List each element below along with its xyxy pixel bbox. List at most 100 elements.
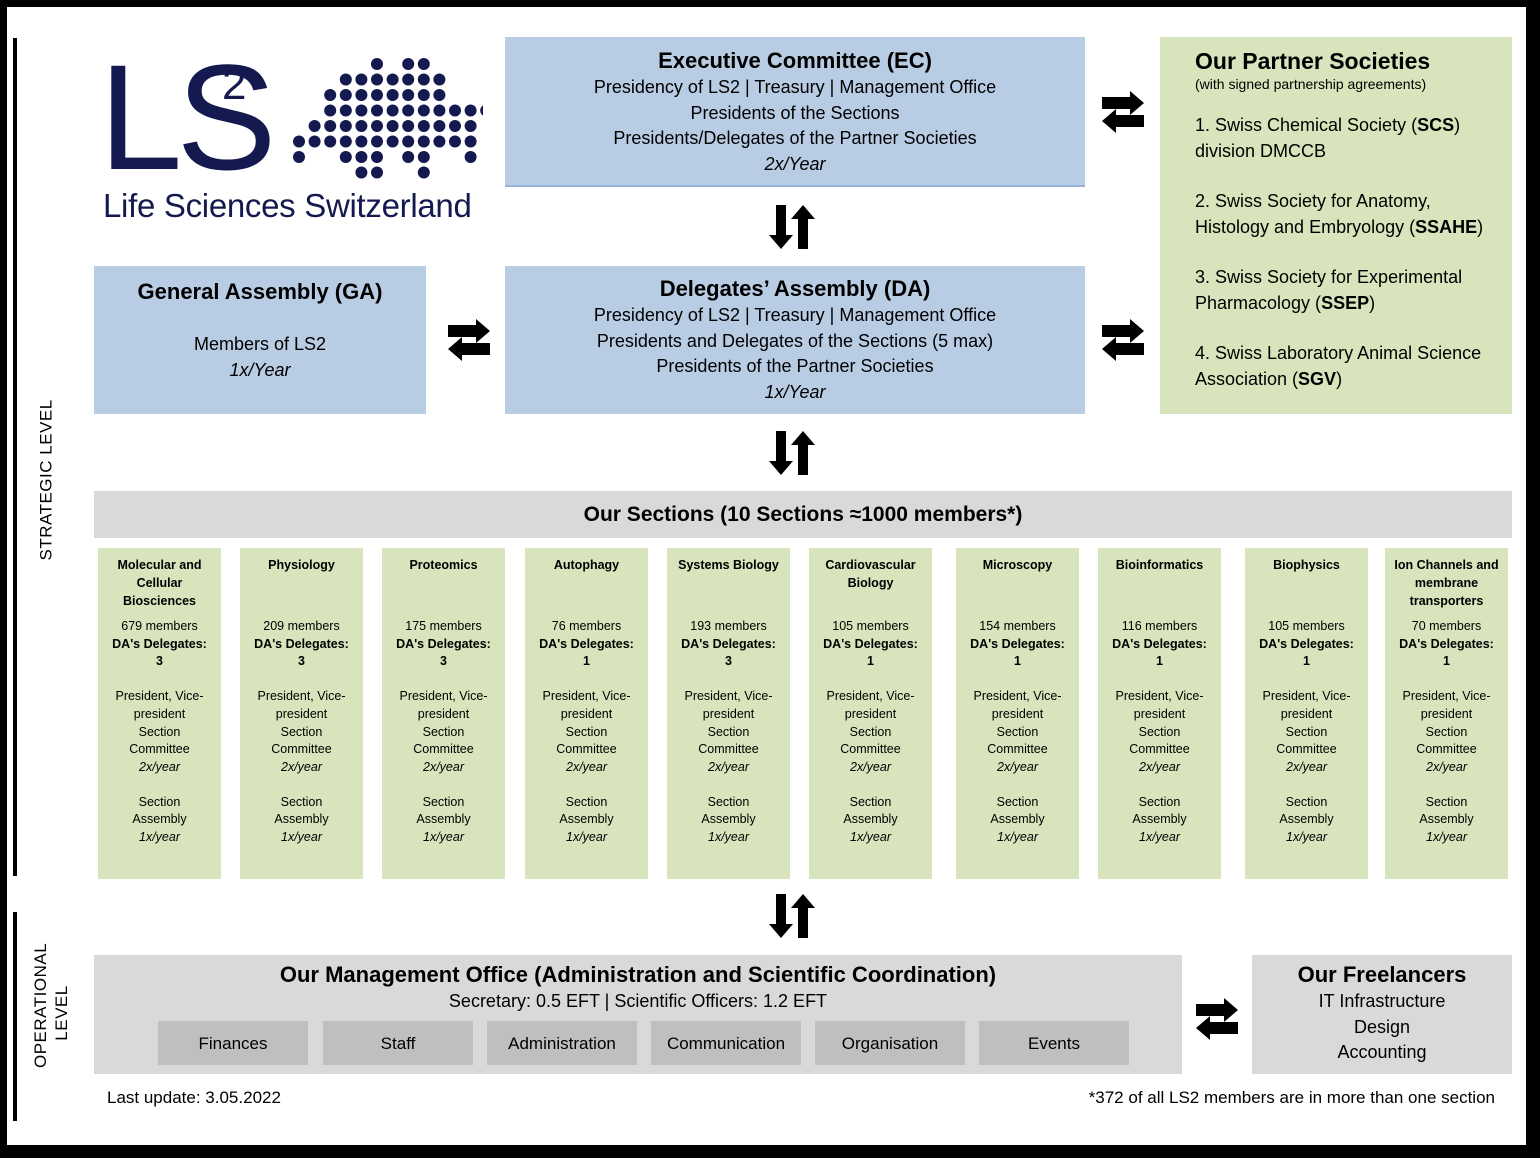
section-members: 105 members [832,619,909,633]
switzerland-dot-map-icon [293,58,483,179]
section-assembly-text: Section [1285,794,1328,809]
section-delegates-count: 1 [583,654,590,669]
logo-dot [355,73,368,86]
strategic-level-label: STRATEGIC LEVEL [36,399,56,561]
logo-dot [417,120,430,132]
section-name: Biophysics [1273,558,1340,572]
partner-name: 2. Swiss Society for Anatomy, [1195,191,1431,211]
partner-suffix: ) [1477,216,1484,237]
section-assembly-text: Section [280,794,323,809]
logo-dot [449,120,461,132]
section-committee-text: President, Vice- [684,689,773,704]
logo-dot [371,151,383,163]
operational-level-bar [13,912,17,1121]
da-line: Presidency of LS2 | Treasury | Managemen… [593,305,997,325]
logo-dot [464,135,477,148]
section-delegates-count: 3 [298,654,305,669]
logo-dot [417,73,430,86]
section-members: 76 members [551,619,622,633]
logo-dot [480,105,483,116]
section-members: 154 members [979,619,1056,633]
bidirectional-vertical-arrow-icon [769,205,815,249]
section-members: 70 members [1411,619,1482,633]
da-title: Delegates’ Assembly (DA) [659,276,931,301]
logo-dot [402,89,415,101]
partner-abbr: SSAHE [1415,216,1478,237]
sections-header: Our Sections (10 Sections ≈1000 members*… [94,491,1512,538]
section-delegates-count: 3 [156,654,163,669]
org-chart-canvas: LS 2 Life Sciences Switzerland STRATEGIC… [7,7,1526,1145]
partner-abbr: SCS [1417,115,1455,135]
partners-subtitle: (with signed partnership agreements) [1195,76,1427,92]
section-committee-text: Section [1138,724,1181,739]
section-assembly-frequency: 1x/year [850,830,891,845]
partner-suffix: ) [1454,115,1461,135]
section-committee-text: Section [138,724,181,739]
partner-suffix: ) [1369,292,1376,313]
logo-dot [324,120,337,132]
freelancer-item: Design [1353,1016,1411,1037]
partner-name: 4. Swiss Laboratory Animal Science [1195,343,1482,363]
ec-title: Executive Committee (EC) [658,48,932,73]
logo-dot [339,120,352,132]
logo-dot [402,104,415,117]
section-assembly-text: Assembly [843,812,898,827]
logo-dot [386,120,399,132]
bidirectional-horizontal-arrow-icon [1102,91,1144,133]
section-name: Proteomics [409,558,478,572]
section-committee-text: President, Vice- [973,689,1062,704]
section-delegates-label: DA's Delegates: [112,636,207,651]
section-assembly-frequency: 1x/year [423,830,464,845]
freelancer-item: IT Infrastructure [1318,991,1446,1011]
logo-dot [339,104,352,117]
section-committee-text: Committee [271,742,332,757]
logo-dot [371,73,383,86]
logo-dot [386,135,399,148]
section-committee-text: Section [707,724,750,739]
section-name: Autophagy [553,558,620,572]
section-committee-text: President, Vice- [1115,689,1204,704]
section-assembly-text: Section [996,794,1039,809]
partner-societies-box: Our Partner Societies (with signed partn… [1160,37,1512,414]
freelancers-title: Our Freelancers [1297,962,1467,987]
operational-label-line1: OPERATIONAL [31,942,50,1068]
logo-dot [355,166,368,179]
section-assembly-text: Section [138,794,181,809]
section-delegates-label: DA's Delegates: [1112,636,1207,651]
da-line: Presidents and Delegates of the Sections… [596,330,994,351]
logo-tagline: Life Sciences Switzerland [103,187,472,224]
ec-line: Presidents/Delegates of the Partner Soci… [613,128,977,148]
section-committee-text: Committee [413,742,474,757]
logo-dot [449,135,461,148]
section-committee-text: President, Vice- [115,689,204,704]
section-delegates-label: DA's Delegates: [1399,636,1494,651]
section-name: Systems Biology [678,558,779,572]
section-assembly-text: Section [422,794,465,809]
logo-dot [371,120,383,132]
ga-frequency: 1x/Year [229,359,291,380]
unit-events: Events [979,1021,1129,1065]
section-committee-text: Committee [1416,742,1477,757]
unit-communication: Communication [651,1021,801,1065]
last-update: Last update: 3.05.2022 [107,1088,281,1107]
section-committee-text: president [133,706,186,721]
section-name: Cardiovascular Biology [825,558,916,590]
logo-mark: LS [99,33,277,201]
section-assembly-text: Assembly [701,812,756,827]
freelancer-item: Accounting [1337,1042,1427,1062]
section-assembly-frequency: 1x/year [566,830,607,845]
section-committee-frequency: 2x/year [566,759,607,774]
management-office-title: Our Management Office (Administration an… [279,962,997,987]
logo-dot [308,120,321,132]
bidirectional-horizontal-arrow-icon [448,319,490,361]
section-assembly-text: Assembly [559,812,614,827]
section-committee-text: President, Vice- [542,689,631,704]
partner-suffix: ) [1336,368,1343,389]
logo-dot [386,89,399,101]
section-committee-text: Section [849,724,892,739]
section-committee-text: President, Vice- [1262,689,1351,704]
